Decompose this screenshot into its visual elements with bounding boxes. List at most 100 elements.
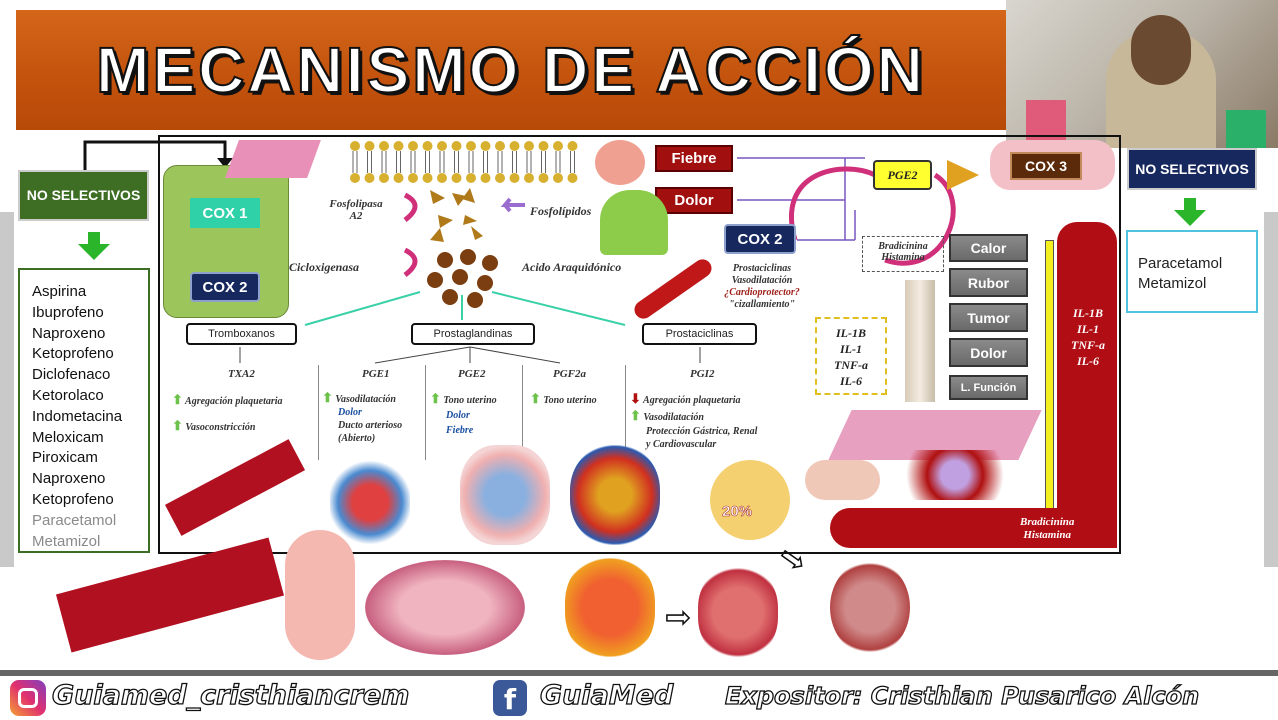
mediator: Bradicinina	[878, 241, 928, 252]
vessel-interleukins: IL-1B IL-1 TNF-a IL-6	[1062, 305, 1114, 369]
drug-item: Metamizol	[1138, 275, 1207, 292]
tromboxanos-box: Tromboxanos	[186, 323, 297, 345]
effect-text: Dolor	[338, 407, 362, 418]
pge2-label: PGE2	[458, 368, 486, 380]
effect-text: Agregación plaquetaria	[643, 395, 741, 406]
cox2-effect: Vasodilatación	[731, 275, 793, 286]
drug-item: Piroxicam	[32, 449, 98, 467]
down-arrow-icon	[1174, 198, 1206, 226]
diagram-frame	[158, 135, 1121, 554]
effect-text: (Abierto)	[338, 433, 376, 444]
mediator: Bradicinina	[1020, 516, 1075, 528]
fosfolipasa-label: Fosfolipasa A2	[329, 198, 383, 222]
connector-arrow	[83, 140, 233, 170]
drug-item: Indometacina	[32, 407, 123, 425]
interleukin: TNF-a	[1071, 338, 1105, 352]
blood-vessel-vertical	[1057, 222, 1117, 548]
cox2-right-label: COX 2	[724, 224, 796, 254]
drug-item: Paracetamol	[1138, 255, 1223, 272]
drug-item: Naproxeno	[32, 470, 106, 488]
page-title: MECANISMO DE ACCIÓN	[95, 33, 926, 107]
drug-item: Naproxeno	[32, 324, 106, 342]
facebook-handle: GuiaMed	[539, 679, 674, 711]
ciclooxigenasa-label: Cicloxigenasa	[289, 260, 360, 274]
footer-bar	[0, 670, 1278, 720]
fever-face-icon	[595, 140, 645, 185]
no-selectivos-header-left: NO SELECTIVOS	[18, 170, 149, 221]
burning-stomach-icon	[565, 555, 655, 660]
pge2-label: PGE2	[887, 167, 918, 182]
divider	[318, 365, 319, 460]
sign-rubor: Rubor	[949, 268, 1028, 297]
effect-text: Fiebre	[446, 425, 474, 436]
pge2-cycle-arrows	[737, 157, 956, 266]
drug-item: Paracetamol	[32, 511, 117, 529]
pge2-box: PGE2	[873, 160, 932, 190]
cox2-label: COX 2	[190, 272, 260, 302]
column-icon	[905, 280, 935, 402]
drug-item: Ibuprofeno	[32, 303, 104, 321]
branch-arrows	[304, 291, 626, 326]
inflamed-foot-icon	[805, 460, 880, 500]
instagram-handle: Guiamed_cristhiancrem	[51, 679, 410, 711]
drug-item: Meloxicam	[32, 428, 104, 446]
thrombus-vessel-icon	[55, 537, 285, 653]
webcam-presenter	[1006, 0, 1278, 148]
drug-item: Ketoprofeno	[32, 490, 114, 508]
interleukin: IL-6	[840, 374, 862, 388]
pgf2a-label: PGF2a	[553, 368, 586, 380]
divider	[425, 365, 426, 460]
pgi2-effects: ⬇ Agregación plaquetaria ⬆ Vasodilatació…	[630, 391, 758, 450]
ulcer-stomach-icon	[698, 565, 778, 660]
title-banner: MECANISMO DE ACCIÓN	[16, 10, 1006, 130]
blood-cells-icon	[890, 450, 1020, 500]
no-selectivos-header-right: NO SELECTIVOS	[1127, 148, 1257, 190]
sub-arrows	[239, 346, 701, 364]
divider	[522, 365, 523, 460]
facebook-icon: f	[493, 680, 527, 716]
percent-label: 20%	[722, 503, 753, 521]
cox2-effects: Prostaciclinas Vasodilatación ¿Cardiopro…	[712, 263, 812, 311]
cox2-effect: ¿Cardioprotector?	[724, 287, 800, 298]
right-arrow-icon	[947, 160, 979, 190]
kidney-icon	[830, 560, 910, 655]
expositor-label: Expositor: Cristhian Pusarico Alcón	[724, 681, 1200, 710]
interleukin: TNF-a	[834, 358, 868, 372]
effect-text: Tono uterino	[443, 395, 497, 406]
sign-calor: Calor	[949, 234, 1028, 262]
left-edge-strip	[0, 212, 14, 567]
cox2-effect: "cizallamiento"	[728, 299, 796, 310]
divider	[625, 365, 626, 460]
txa2-effect: ⬆ Vasoconstricción	[172, 418, 256, 433]
heart-icon	[330, 460, 410, 545]
effect-text: Vasodilatación	[335, 394, 396, 405]
interleukin: IL-1B	[1073, 306, 1103, 320]
pge2-effects: ⬆ Tono uterino Dolor Fiebre	[430, 391, 497, 436]
effect-text: Vasoconstricción	[185, 422, 256, 433]
instagram-icon	[10, 680, 46, 716]
dolor-label: Dolor	[655, 187, 733, 214]
vessel-mediators: Bradicinina Histamina	[1020, 516, 1074, 542]
cox1-label: COX 1	[190, 198, 260, 228]
tissue-icon	[225, 140, 321, 178]
effect-text: Agregación plaquetaria	[185, 396, 283, 407]
mediator: Histamina	[1023, 529, 1072, 541]
cox3-label: COX 3	[1010, 152, 1082, 180]
acido-label: Acido Araquidónico	[522, 260, 622, 274]
sign-tumor: Tumor	[949, 303, 1028, 332]
drug-item: Ketoprofeno	[32, 345, 114, 363]
drug-item: Aspirina	[32, 283, 87, 300]
fiebre-label: Fiebre	[655, 145, 733, 172]
uterus-icon	[460, 445, 550, 545]
effect-text: Protección Gástrica, Renal	[646, 426, 758, 437]
effect-text: Vasodilatación	[643, 412, 704, 423]
pain-child-icon	[600, 190, 668, 255]
effect-text: y Cardiovascular	[646, 439, 717, 450]
nonselective-right-list: Paracetamol Metamizol	[1126, 230, 1258, 313]
interleukin: IL-1B	[836, 326, 866, 340]
sign-l-funcion: L. Función	[949, 375, 1028, 400]
effect-text: Tono uterino	[543, 395, 597, 406]
down-arrow-icon	[78, 232, 110, 260]
prostaglandinas-box: Prostaglandinas	[411, 323, 535, 345]
blood-vessel-horizontal	[830, 508, 1117, 548]
